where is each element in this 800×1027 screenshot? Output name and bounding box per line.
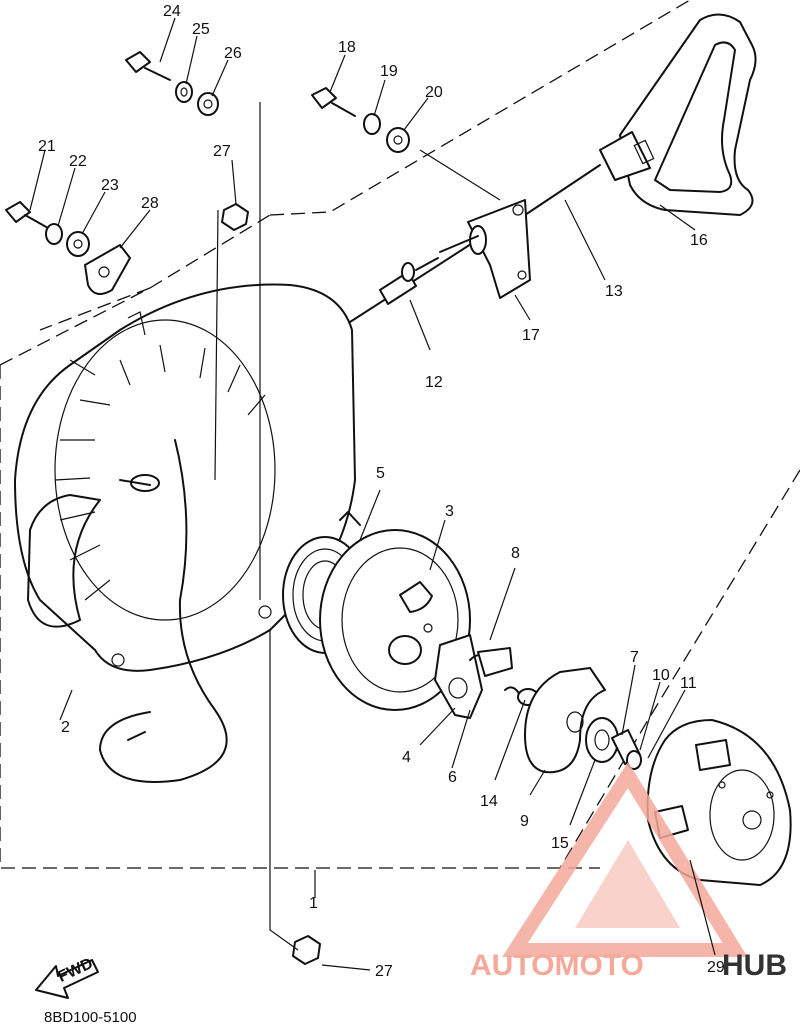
callout-13: 13 xyxy=(605,283,623,300)
callout-11: 11 xyxy=(680,675,697,692)
washer-23 xyxy=(66,231,90,257)
ratchet-pawl xyxy=(434,634,483,719)
callout-4: 4 xyxy=(402,749,411,766)
callout-10: 10 xyxy=(652,667,670,684)
fwd-arrow: FWD xyxy=(35,955,99,999)
nut-27-top xyxy=(221,203,249,231)
watermark-text-hub: HUB xyxy=(722,949,787,982)
callout-23: 23 xyxy=(101,177,119,194)
callout-29: 29 xyxy=(707,959,725,976)
starter-cup xyxy=(646,719,792,886)
friction-plate xyxy=(524,667,606,774)
callout-14: 14 xyxy=(480,793,498,810)
pull-handle xyxy=(599,13,757,216)
rope-guide-bracket xyxy=(439,199,531,299)
fan-housing xyxy=(14,283,356,672)
shaft-7 xyxy=(611,729,642,770)
nut-27-bottom xyxy=(292,935,321,965)
callout-22: 22 xyxy=(69,153,87,170)
callout-28: 28 xyxy=(141,195,159,212)
assembly-boundary xyxy=(0,0,800,869)
watermark: AUTOMOTO HUB xyxy=(470,949,787,982)
rope-reel xyxy=(319,529,471,711)
callout-27-top: 27 xyxy=(213,143,231,160)
callout-18: 18 xyxy=(338,39,356,56)
starter-rope xyxy=(349,164,601,323)
callout-19: 19 xyxy=(380,63,398,80)
callout-15: 15 xyxy=(551,835,569,852)
washer-25 xyxy=(175,81,193,103)
watermark-logo-mark xyxy=(502,761,748,957)
callout-20: 20 xyxy=(425,84,443,101)
diagram-code: 8BD100-5100 xyxy=(44,1009,137,1026)
callout-9: 9 xyxy=(520,813,529,830)
bolt-18 xyxy=(311,87,356,117)
callout-25: 25 xyxy=(192,21,210,38)
rope-grommet xyxy=(379,257,439,305)
washer-20 xyxy=(386,127,410,153)
callout-7: 7 xyxy=(630,649,639,666)
washer-22 xyxy=(45,223,63,245)
callout-26: 26 xyxy=(224,45,242,62)
callout-1: 1 xyxy=(309,895,318,912)
leader-lines xyxy=(29,17,716,971)
washer-26 xyxy=(197,92,219,116)
callout-labels: 24 25 26 18 19 20 21 22 23 28 27 16 13 1… xyxy=(38,3,725,980)
callout-12: 12 xyxy=(425,374,443,391)
bolt-24 xyxy=(125,51,171,81)
callout-6: 6 xyxy=(448,769,457,786)
bracket-plate-28 xyxy=(84,244,131,295)
bolt-21 xyxy=(5,201,49,229)
callout-24: 24 xyxy=(163,3,181,20)
callout-3: 3 xyxy=(445,503,454,520)
callout-17: 17 xyxy=(522,327,540,344)
washer-19 xyxy=(363,113,381,135)
callout-2: 2 xyxy=(61,719,70,736)
callout-5: 5 xyxy=(376,465,385,482)
callout-21: 21 xyxy=(38,138,56,155)
pawl-spring xyxy=(469,647,513,677)
callout-27-bottom: 27 xyxy=(375,963,393,980)
callout-16: 16 xyxy=(690,232,708,249)
callout-8: 8 xyxy=(511,545,520,562)
watermark-text-automoto: AUTOMOTO xyxy=(470,949,644,982)
rope-loop xyxy=(99,439,228,783)
